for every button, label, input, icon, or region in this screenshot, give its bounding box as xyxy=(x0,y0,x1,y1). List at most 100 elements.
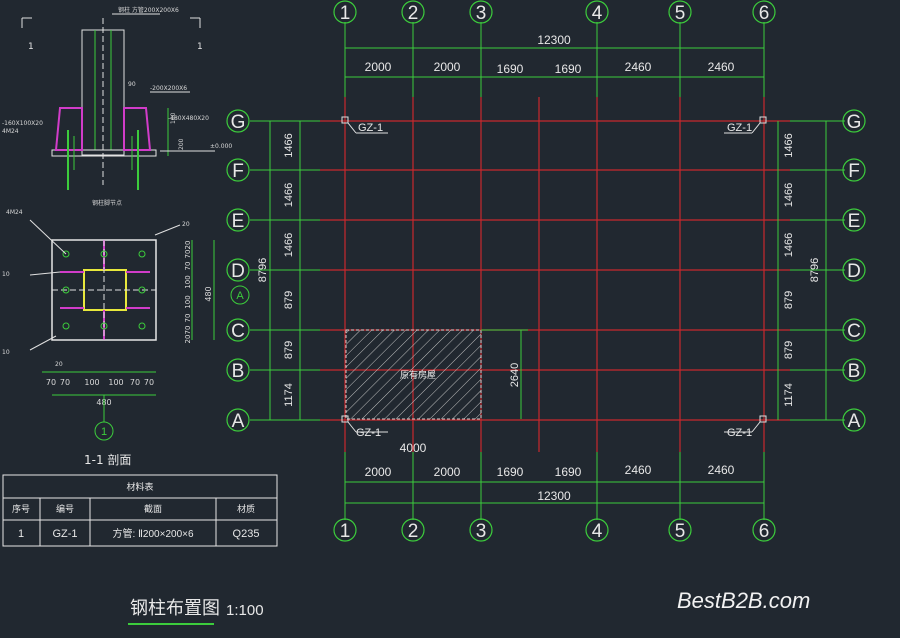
grid-lines-vertical xyxy=(344,22,765,520)
axis-bubble-x xyxy=(401,518,425,542)
span-y: 1466 xyxy=(783,183,795,207)
span-x-1-bottom: 2000 xyxy=(365,465,392,479)
axis-bubble-x xyxy=(668,518,692,542)
base-dim-side: 70 xyxy=(184,314,192,323)
base-plate-title: 钢柱脚节点 xyxy=(92,199,122,207)
axis-label-y: F xyxy=(848,161,860,182)
base-annot-3: 10 xyxy=(2,349,10,356)
existing-building-label: 原有房屋 xyxy=(400,369,436,381)
axis-label-y: B xyxy=(848,361,861,382)
column-marker xyxy=(341,116,349,124)
span-x-2-bottom: 2000 xyxy=(434,465,461,479)
span-y: 1466 xyxy=(283,183,295,207)
axis-label-y: G xyxy=(231,112,246,133)
vertical-dimension-chains: 1466146614668798791174146614661466879879… xyxy=(257,121,827,420)
base-dim-bottom: 100 xyxy=(84,378,99,387)
axis-label-x: 6 xyxy=(759,521,770,542)
span-y: 1466 xyxy=(783,233,795,257)
axis-bubble-y xyxy=(226,408,250,432)
axis-bubble-y xyxy=(226,158,250,182)
axis-label-x: 4 xyxy=(592,521,603,542)
axis-bubble-y xyxy=(226,318,250,342)
annot-plate1: -200X200X6 xyxy=(150,85,187,92)
column-label-br: GZ-1 xyxy=(727,427,752,439)
axis-label-x: 2 xyxy=(408,3,419,24)
base-dim-bottom: 70 xyxy=(46,378,56,387)
top-dimension-chain: 12300 2000 2000 1690 1690 2460 2460 xyxy=(345,33,764,78)
span-x-6: 2460 xyxy=(708,60,735,74)
annot-200: 200 xyxy=(178,138,185,150)
axis-bubble-y xyxy=(842,158,866,182)
base-dim-side: 70 xyxy=(184,262,192,271)
axis-label-y: E xyxy=(232,211,245,232)
span-y: 879 xyxy=(783,341,795,359)
base-dim-side: 100 xyxy=(184,275,192,288)
bottom-dimension-chain: 2000 2000 1690 1690 2460 2460 12300 4000 xyxy=(345,441,764,504)
axis-bubble-x xyxy=(469,518,493,542)
table-cell: 1 xyxy=(18,528,24,540)
axis-label-y: G xyxy=(847,112,862,133)
section-ref-label: A xyxy=(236,290,244,302)
base-annot-5: 20 xyxy=(55,361,63,368)
axis-label-x: 4 xyxy=(592,3,603,24)
span-x-3-bottom: 1690 xyxy=(497,465,524,479)
axis-label-y: A xyxy=(848,411,861,432)
axis-bubble-y xyxy=(842,408,866,432)
total-width-bottom: 12300 xyxy=(537,489,571,503)
column-marker xyxy=(759,116,767,124)
axis-bubble-y xyxy=(226,109,250,133)
drawing-scale: 1:100 xyxy=(226,602,264,619)
column-marker xyxy=(759,415,767,423)
span-y: 1466 xyxy=(283,233,295,257)
table-header-4: 材质 xyxy=(237,503,255,515)
column-layout-plan: 12300 2000 2000 1690 1690 2460 2460 2000… xyxy=(226,0,866,542)
base-annot-2: 10 xyxy=(2,271,10,278)
hatch-height-dim: 2640 xyxy=(509,363,521,387)
annot-elev: ±0.000 xyxy=(210,143,232,150)
axis-bubble-x xyxy=(668,0,692,24)
table-header-2: 编号 xyxy=(56,503,74,515)
axis-bubble-x xyxy=(752,518,776,542)
column-base-detail: 1 1 钢柱 方管200X200X6 90 -200X200X6 -480X48… xyxy=(2,6,278,547)
axis-bubble-x xyxy=(585,518,609,542)
column-base-elevation: 钢柱 方管200X200X6 90 -200X200X6 -480X480X20… xyxy=(2,6,232,190)
axis-bubble-y xyxy=(842,318,866,342)
axis-label-x: 5 xyxy=(675,3,686,24)
table-title: 材料表 xyxy=(126,481,153,493)
span-x-4: 1690 xyxy=(555,62,582,76)
base-annot-4: 20 xyxy=(182,221,190,228)
section-ref-circle xyxy=(230,285,250,305)
span-x-5: 2460 xyxy=(625,60,652,74)
base-height-dim: 480 xyxy=(204,286,213,301)
drawing-title: 钢柱布置图 xyxy=(130,598,220,619)
base-dim-side: 20 xyxy=(184,241,192,250)
span-x-1: 2000 xyxy=(365,60,392,74)
annot-100: 100 xyxy=(170,112,177,124)
base-dim-bottom: 100 xyxy=(108,378,123,387)
annot-column: 钢柱 方管200X200X6 xyxy=(118,6,179,14)
base-dim-bottom: 70 xyxy=(130,378,140,387)
column-marker xyxy=(341,415,349,423)
axis-label-x: 6 xyxy=(759,3,770,24)
span-x-5-bottom: 2460 xyxy=(625,463,652,477)
axis-bubble-x xyxy=(333,0,357,24)
table-cell: Q235 xyxy=(233,528,260,540)
column-label-tl: GZ-1 xyxy=(358,122,383,134)
section-mark-left: 1 xyxy=(28,42,34,52)
span-y: 879 xyxy=(783,291,795,309)
column-label-tr: GZ-1 xyxy=(727,122,752,134)
base-dim-side: 100 xyxy=(184,295,192,308)
span-y: 1174 xyxy=(783,383,795,407)
annot-bolt: 4M24 xyxy=(2,128,19,135)
base-dim-bottom: 70 xyxy=(144,378,154,387)
axis-bubble-y xyxy=(226,258,250,282)
axis-label-y: C xyxy=(231,321,245,342)
total-height-dim: 8796 xyxy=(257,258,269,282)
axis-bubble-y xyxy=(842,208,866,232)
axis-label-y: C xyxy=(847,321,861,342)
total-height-dim: 8796 xyxy=(809,258,821,282)
table-cell: GZ-1 xyxy=(52,528,77,540)
